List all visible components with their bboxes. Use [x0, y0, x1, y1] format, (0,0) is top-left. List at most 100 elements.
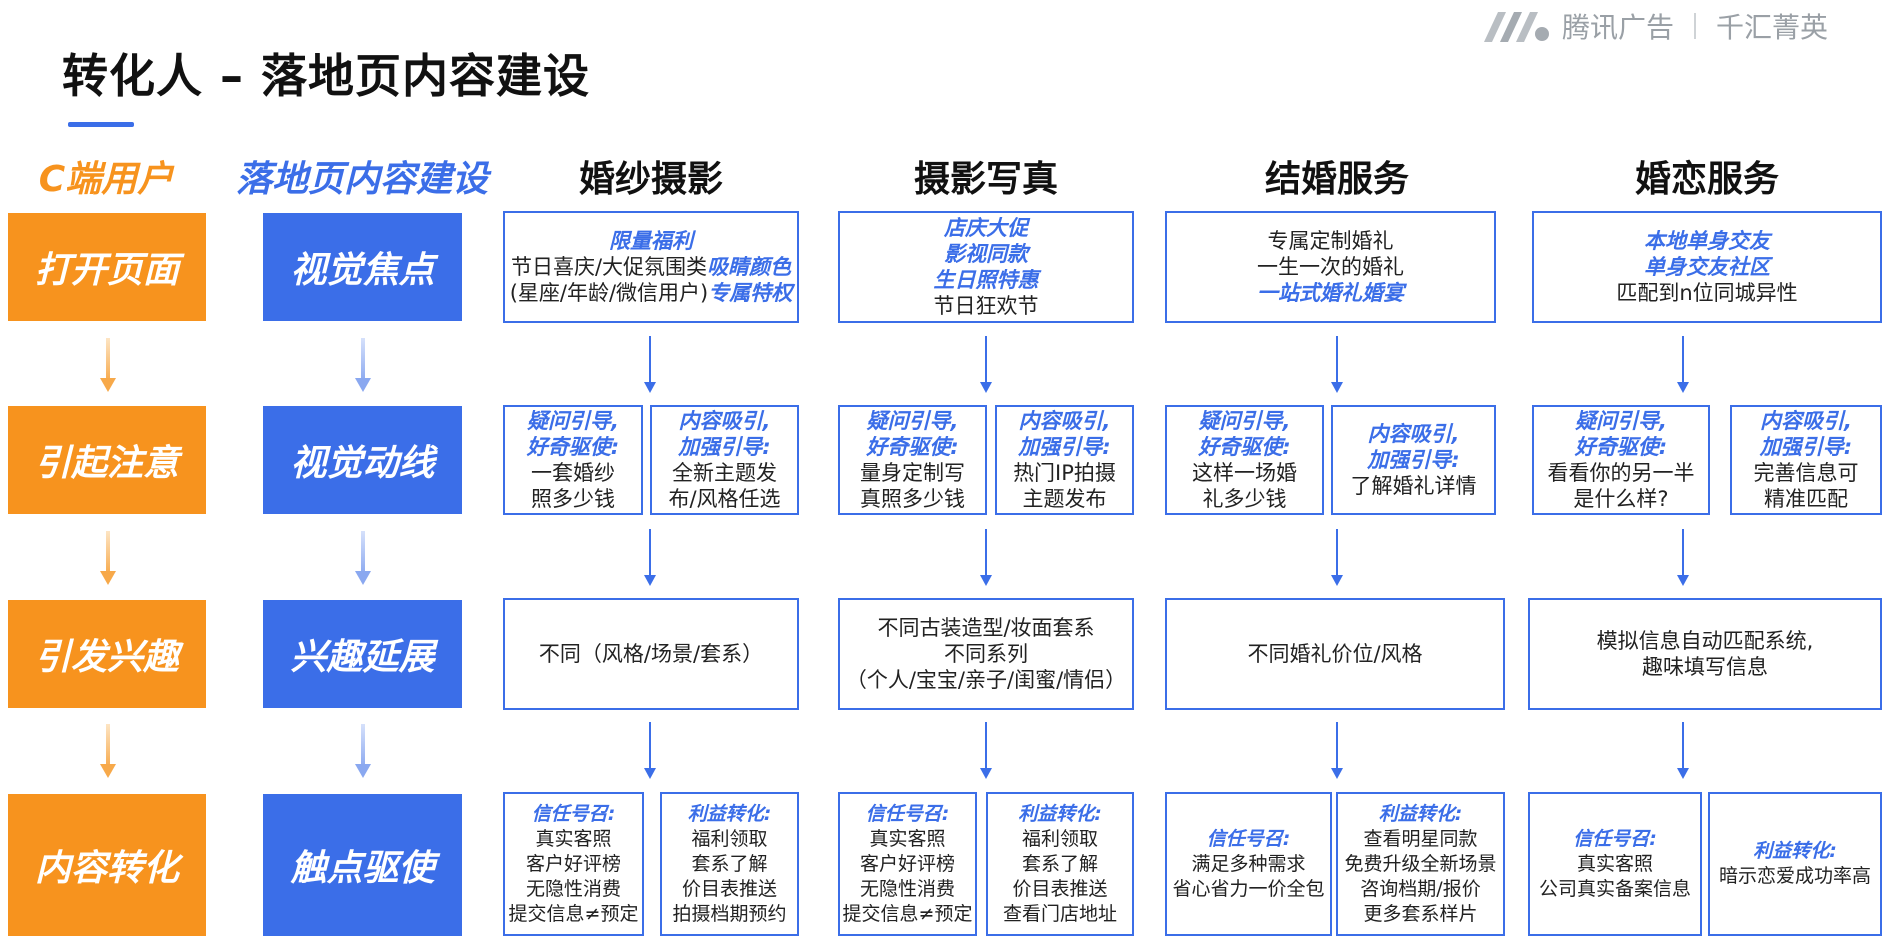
- build-visual-focus: 视觉焦点: [263, 213, 462, 321]
- row2-wedding-photo-box-b: 内容吸引, 加强引导: 全新主题发 布/风格任选: [650, 405, 799, 515]
- flow-arrow-icon: [980, 529, 992, 586]
- row2-dating-service-box-b: 内容吸引, 加强引导: 完善信息可 精准匹配: [1730, 405, 1882, 515]
- box-line: 价目表推送: [1012, 877, 1108, 900]
- row4-dating-service-box-a: 信任号召: 真实客照 公司真实备案信息: [1528, 792, 1702, 936]
- box-line: 提交信息≠预定: [842, 902, 973, 925]
- box-line: 更多套系样片: [1363, 902, 1478, 925]
- box-line: 好奇驱使:: [1198, 435, 1291, 459]
- box-line: 加强引导:: [1759, 435, 1853, 459]
- blue-arrow-icon: [355, 338, 371, 392]
- box-line: 一生一次的婚礼: [1257, 255, 1404, 279]
- box-line: 这样一场婚: [1192, 461, 1297, 485]
- flow-arrow-icon: [980, 336, 992, 393]
- row4-portrait-photo-box-b: 利益转化: 福利领取 套系了解 价目表推送 查看门店地址: [986, 792, 1134, 936]
- box-line: 生日照特惠: [933, 268, 1039, 292]
- box-line: 真照多少钱: [860, 487, 965, 511]
- box-line: 影视同款: [944, 242, 1028, 266]
- box-line: 看看你的另一半: [1547, 461, 1695, 485]
- box-line: 真实客照: [535, 827, 612, 850]
- box-line: 内容吸引,: [1760, 409, 1852, 433]
- row1-wedding-service-box: 专属定制婚礼 一生一次的婚礼 一站式婚礼婚宴: [1165, 211, 1496, 323]
- box-line: 是什么样?: [1573, 487, 1669, 511]
- box-line: 利益转化:: [1753, 840, 1837, 862]
- stage-open-page: 打开页面: [8, 213, 206, 321]
- row2-wedding-photo-box-a: 疑问引导, 好奇驱使: 一套婚纱 照多少钱: [503, 405, 643, 515]
- row4-portrait-photo-box-a: 信任号召: 真实客照 客户好评榜 无隐性消费 提交信息≠预定: [838, 792, 977, 936]
- brand-name-1: 腾讯广告: [1561, 11, 1674, 44]
- row2-wedding-service-box-b: 内容吸引, 加强引导: 了解婚礼详情: [1331, 405, 1496, 515]
- box-line: 省心省力一价全包: [1172, 877, 1325, 900]
- box-line: 信任号召:: [865, 802, 950, 825]
- box-line: 客户好评榜: [525, 852, 621, 875]
- box-line: 模拟信息自动匹配系统,: [1596, 629, 1814, 653]
- title-underline: [68, 122, 134, 127]
- box-line: 不同婚礼价位/风格: [1247, 642, 1423, 666]
- row2-portrait-photo-box-b: 内容吸引, 加强引导: 热门IP拍摄 主题发布: [995, 405, 1134, 515]
- row4-wedding-photo-box-b: 利益转化: 福利领取 套系了解 价目表推送 拍摄档期预约: [660, 792, 799, 936]
- flow-arrow-icon: [644, 336, 656, 393]
- box-line: 利益转化:: [1018, 802, 1102, 825]
- blue-arrow-icon: [355, 531, 371, 585]
- box-line: 内容吸引,: [678, 409, 771, 433]
- box-line: 提交信息≠预定: [508, 902, 639, 925]
- box-line: 公司真实备案信息: [1538, 877, 1691, 900]
- flow-arrow-icon: [1331, 336, 1343, 393]
- tencent-ads-logo-icon: [1483, 12, 1549, 42]
- box-line: 节日狂欢节: [933, 294, 1039, 318]
- box-line: 本地单身交友: [1644, 229, 1770, 253]
- box-line: 单身交友社区: [1644, 255, 1770, 279]
- box-line: 免费升级全新场景: [1344, 852, 1497, 875]
- row2-wedding-service-box-a: 疑问引导, 好奇驱使: 这样一场婚 礼多少钱: [1165, 405, 1324, 515]
- box-line: 节日喜庆/大促氛围类: [510, 255, 708, 279]
- row3-portrait-photo-box: 不同古装造型/妆面套系 不同系列 （个人/宝宝/亲子/闺蜜/情侣）: [838, 598, 1134, 710]
- box-line: 不同古装造型/妆面套系: [877, 616, 1095, 640]
- row1-portrait-photo-box: 店庆大促 影视同款 生日照特惠 节日狂欢节: [838, 211, 1134, 323]
- box-line: 好奇驱使:: [526, 435, 620, 459]
- box-line: 疑问引导,: [527, 409, 619, 433]
- box-line: 福利领取: [1021, 827, 1098, 850]
- box-line: 利益转化:: [1378, 802, 1463, 825]
- flow-arrow-icon: [644, 529, 656, 586]
- row4-wedding-service-box-a: 信任号召: 满足多种需求 省心省力一价全包: [1165, 792, 1332, 936]
- box-line: 拍摄档期预约: [672, 902, 787, 925]
- box-line: 一套婚纱: [531, 461, 615, 485]
- orange-arrow-icon: [100, 338, 116, 392]
- box-line: 无隐性消费: [859, 877, 955, 900]
- stage-conversion: 内容转化: [8, 794, 206, 936]
- box-line: 真实客照: [1576, 852, 1653, 875]
- header-dating-service: 婚恋服务: [1634, 159, 1779, 200]
- box-line: 内容吸引,: [1367, 422, 1460, 446]
- stage-interest: 引发兴趣: [8, 600, 206, 708]
- box-line: 内容吸引,: [1018, 409, 1111, 433]
- box-line: 热门IP拍摄: [1013, 461, 1116, 485]
- row3-wedding-service-box: 不同婚礼价位/风格: [1165, 598, 1505, 710]
- brand-logo: 腾讯广告 千汇菁英: [1482, 6, 1828, 46]
- flow-arrow-icon: [1331, 529, 1343, 586]
- orange-arrow-icon: [100, 724, 116, 778]
- box-line: 精准匹配: [1764, 487, 1848, 511]
- flow-arrow-icon: [1677, 529, 1689, 586]
- box-line: 照多少钱: [531, 487, 615, 511]
- build-interest-extend: 兴趣延展: [263, 600, 462, 708]
- box-line: 信任号召:: [531, 802, 616, 825]
- box-line: 不同（风格/场景/套系）: [538, 642, 764, 666]
- box-line: 福利领取: [691, 827, 768, 850]
- box-line: （个人/宝宝/亲子/闺蜜/情侣）: [845, 668, 1127, 692]
- row3-wedding-photo-box: 不同（风格/场景/套系）: [503, 598, 799, 710]
- header-wedding-photo: 婚纱摄影: [578, 159, 723, 200]
- box-line: 套系了解: [691, 852, 768, 875]
- flow-arrow-icon: [980, 722, 992, 779]
- box-line: 疑问引导,: [1575, 409, 1667, 433]
- box-line: (星座/年龄/微信用户): [509, 281, 709, 305]
- box-line: 专属定制婚礼: [1267, 229, 1394, 253]
- box-line: 趣味填写信息: [1642, 655, 1768, 679]
- box-line: 信任号召:: [1573, 827, 1657, 850]
- box-line: 客户好评榜: [859, 852, 955, 875]
- row1-wedding-photo-box: 限量福利 节日喜庆/大促氛围类吸睛颜色 (星座/年龄/微信用户)专属特权: [503, 211, 799, 323]
- box-line: 了解婚礼详情: [1350, 474, 1477, 498]
- box-line: 布/风格任选: [668, 487, 781, 511]
- box-line: 暗示恋爱成功率高: [1718, 865, 1871, 887]
- box-line: 真实客照: [869, 827, 946, 850]
- header-wedding-service: 结婚服务: [1264, 159, 1409, 200]
- box-line: 店庆大促: [944, 216, 1028, 240]
